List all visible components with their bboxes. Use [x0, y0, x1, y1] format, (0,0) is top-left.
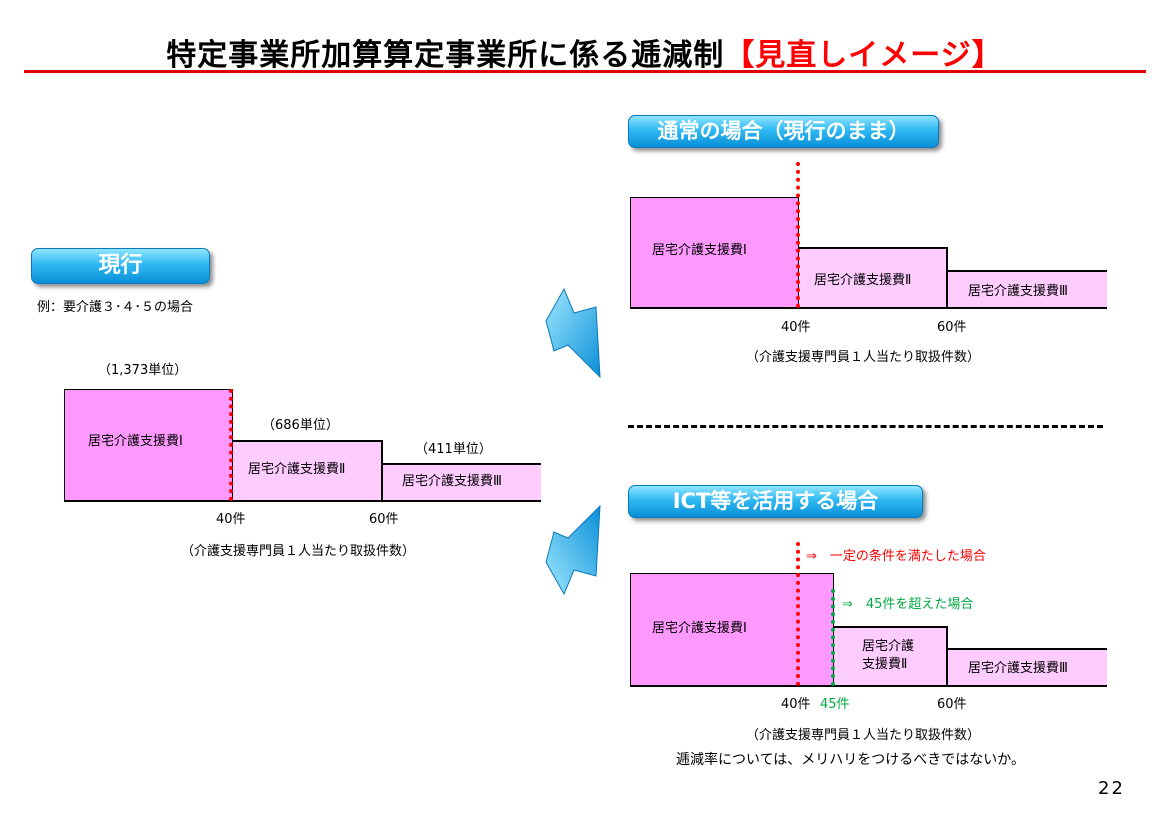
normal-tier-3-label: 居宅介護支援費Ⅲ: [968, 284, 1068, 299]
arrow-right-icon: [545, 287, 601, 378]
title-main: 特定事業所加算算定事業所に係る逓減制: [166, 38, 725, 73]
title-underline: [24, 70, 1146, 73]
ict-tier-2-block: [834, 626, 948, 686]
ict-tier-3-block: [948, 648, 1107, 686]
ict-tier-3-label: 居宅介護支援費Ⅲ: [968, 661, 1068, 676]
normal-axis-caption: （介護支援専門員１人当たり取扱件数）: [746, 350, 981, 365]
current-label-box: 現行: [31, 248, 210, 284]
ict-tier-2-label-line2: 支援費Ⅱ: [862, 657, 908, 672]
normal-tick-60: 60件: [937, 320, 967, 335]
normal-tick-40: 40件: [781, 320, 811, 335]
normal-threshold-40: [796, 162, 800, 308]
arrow-right-icon: [545, 505, 601, 596]
current-threshold-40: [229, 389, 233, 501]
current-example: 例：要介護３･４･５の場合: [37, 300, 194, 315]
current-tick-60: 60件: [369, 512, 399, 527]
normal-tier-2-label: 居宅介護支援費Ⅱ: [814, 273, 912, 288]
normal-tier-1-label: 居宅介護支援費Ⅰ: [652, 243, 747, 258]
ict-condition-green: ⇒ 45件を超えた場合: [842, 597, 974, 612]
ict-note: 逓減率については、メリハリをつけるべきではないか。: [676, 752, 1026, 768]
current-unit-1: （1,373単位）: [98, 363, 188, 378]
current-tier-3-block: [383, 463, 541, 501]
page-title: 特定事業所加算算定事業所に係る逓減制【見直しイメージ】: [0, 30, 1169, 74]
section-divider: [628, 425, 1103, 428]
current-tier-3-label: 居宅介護支援費Ⅲ: [402, 474, 502, 489]
current-tier-1-label: 居宅介護支援費Ⅰ: [88, 434, 183, 449]
ict-tier-2-label-line1: 居宅介護: [862, 639, 915, 654]
ict-tick-45: 45件: [820, 697, 850, 712]
current-tick-40: 40件: [216, 512, 246, 527]
normal-tier-1-block: [630, 197, 799, 308]
current-unit-3: （411単位）: [415, 442, 492, 457]
ict-axis-caption: （介護支援専門員１人当たり取扱件数）: [746, 728, 981, 743]
ict-baseline: [630, 685, 1107, 687]
normal-tier-2-block: [799, 247, 948, 308]
current-axis-caption: （介護支援専門員１人当たり取扱件数）: [181, 544, 416, 559]
current-unit-2: （686単位）: [262, 418, 339, 433]
ict-tick-60: 60件: [937, 697, 967, 712]
ict-condition-red: ⇒ 一定の条件を満たした場合: [806, 549, 986, 564]
title-accent: 【見直しイメージ】: [724, 38, 1003, 73]
ict-tick-40: 40件: [781, 697, 811, 712]
normal-case-label-box: 通常の場合（現行のまま）: [628, 115, 939, 148]
page-number: 22: [1098, 778, 1125, 799]
current-tier-1-block: [64, 389, 233, 501]
current-baseline: [64, 500, 541, 502]
ict-tier-1-block: [630, 573, 834, 686]
normal-baseline: [630, 307, 1107, 309]
ict-tier-1-label: 居宅介護支援費Ⅰ: [652, 621, 747, 636]
current-tier-2-label: 居宅介護支援費Ⅱ: [248, 462, 346, 477]
ict-threshold-45: [831, 589, 835, 686]
normal-tier-3-block: [948, 270, 1107, 308]
ict-threshold-40: [796, 542, 800, 686]
ict-case-label-box: ICT等を活用する場合: [628, 485, 923, 518]
current-tier-2-block: [233, 440, 383, 501]
